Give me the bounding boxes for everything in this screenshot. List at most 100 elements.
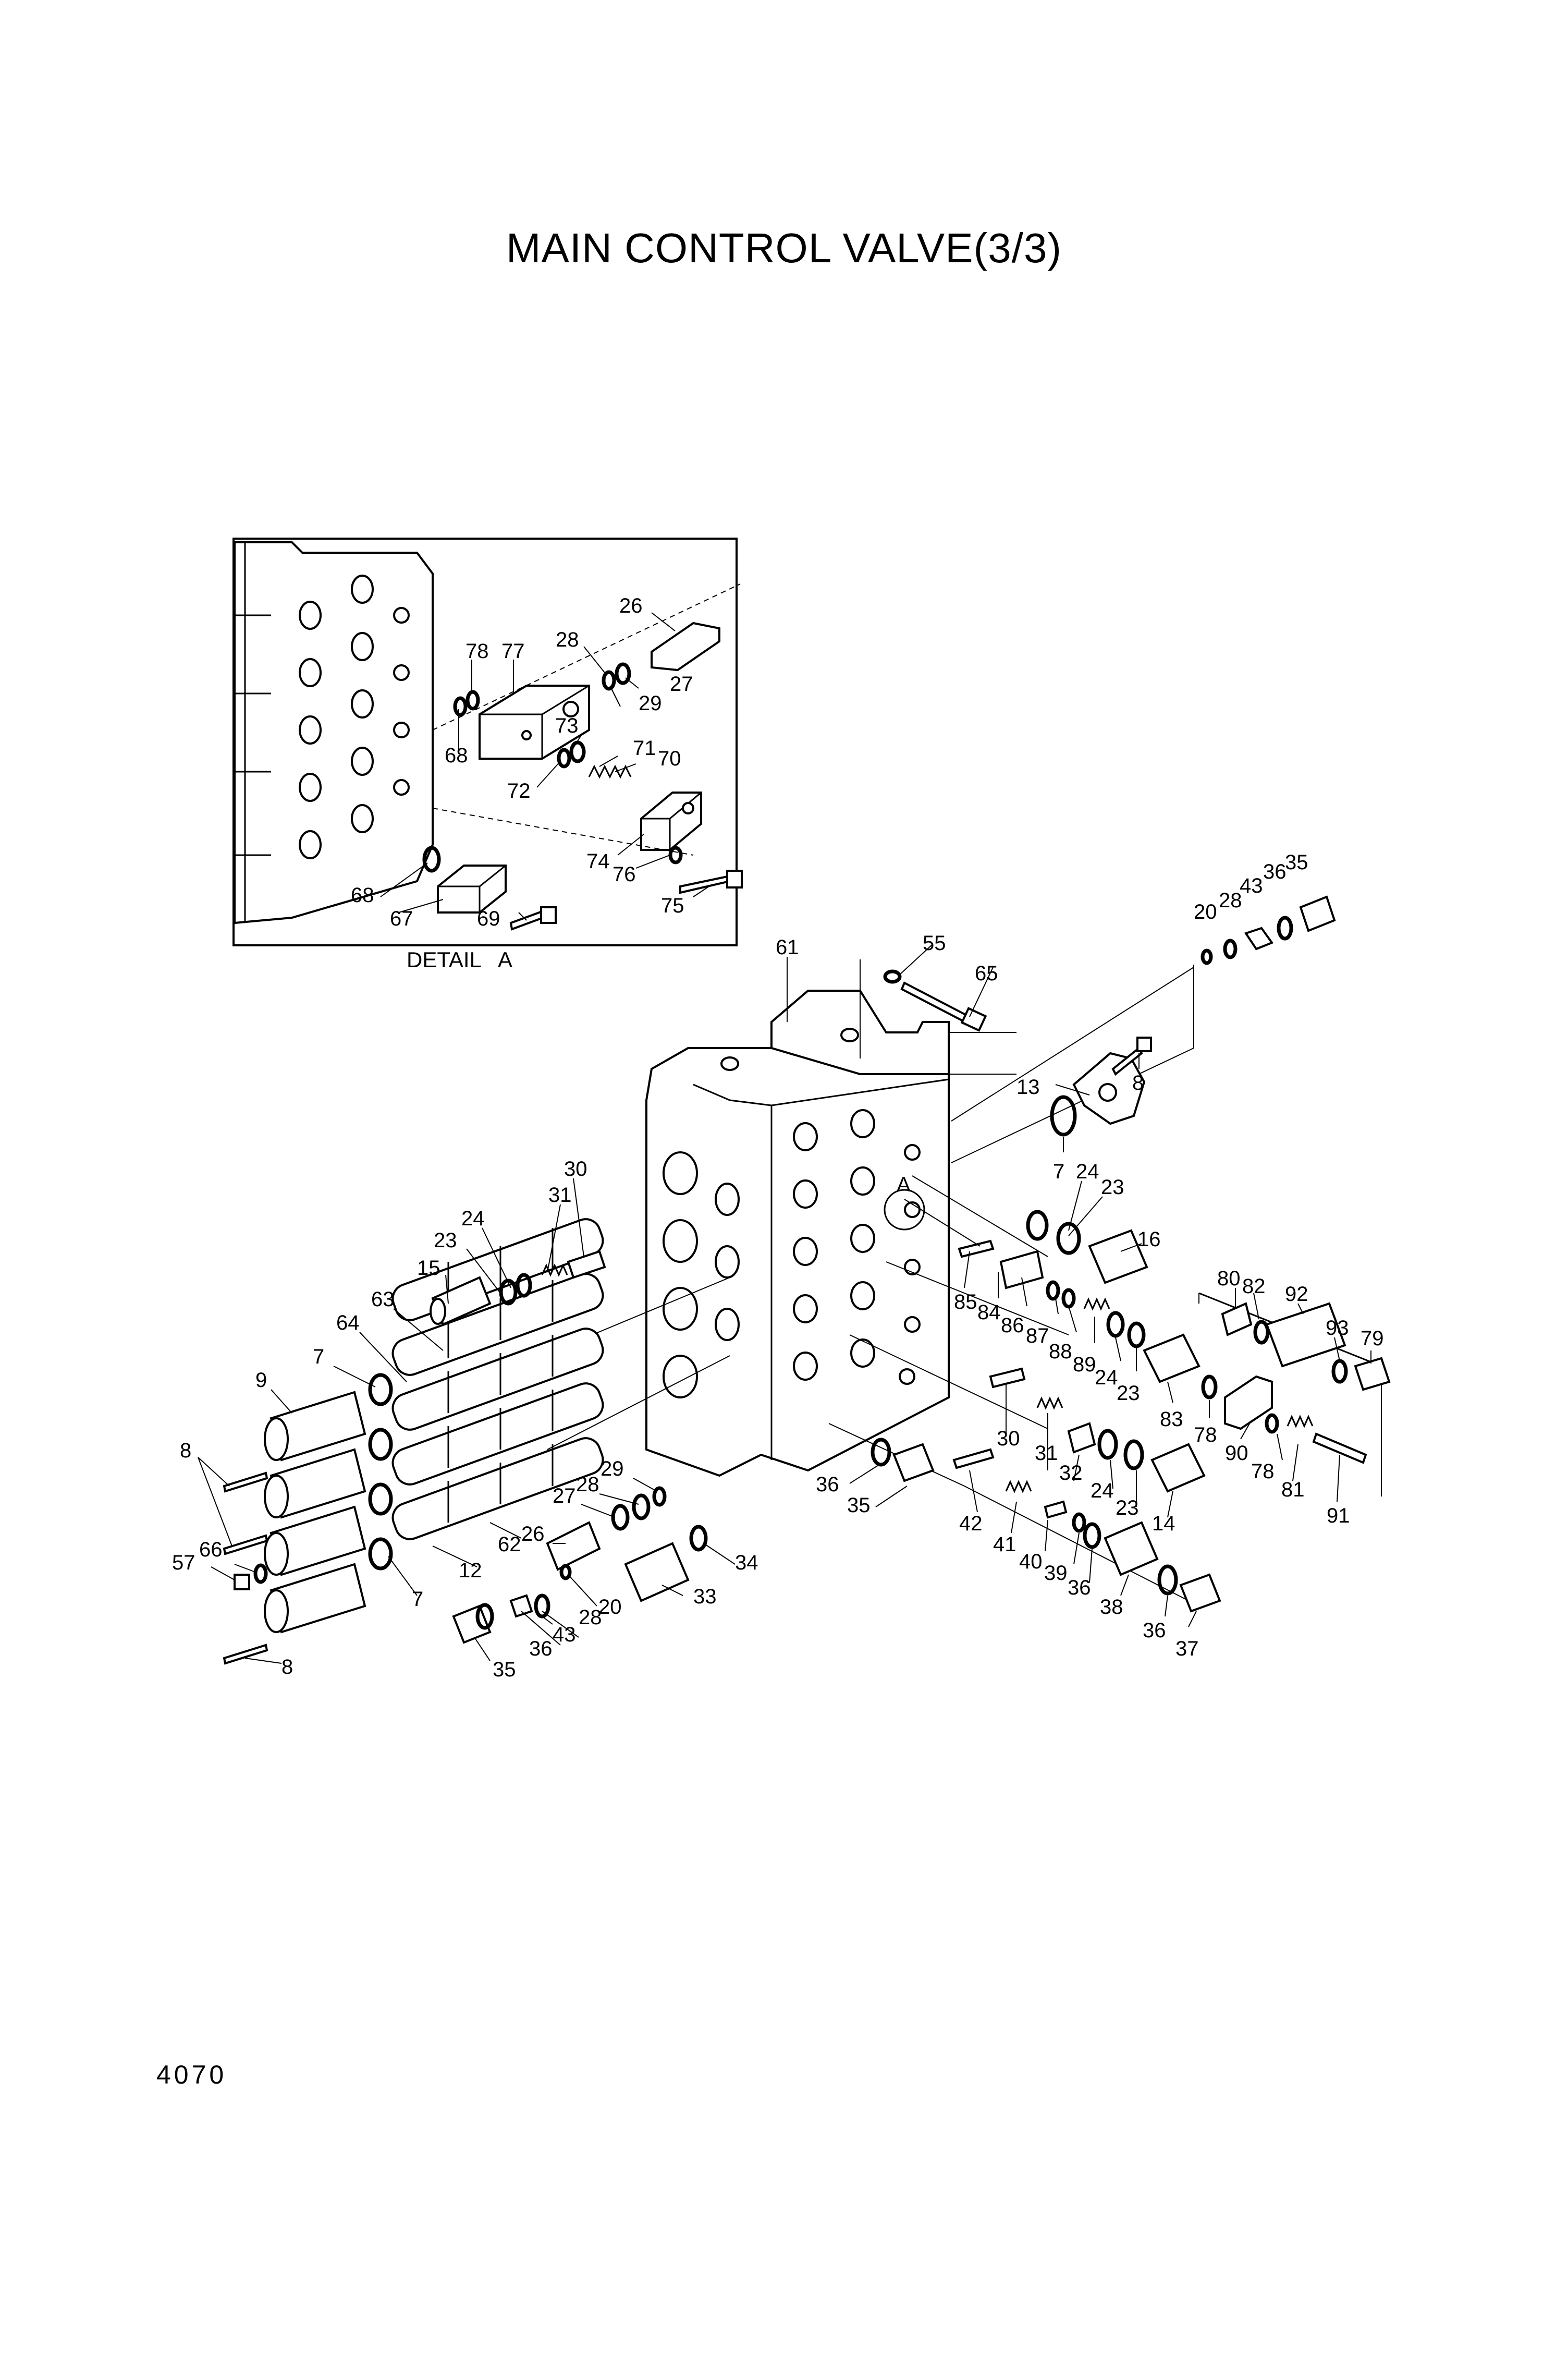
callout-23: 23 xyxy=(1101,1176,1124,1199)
callout-detail-67: 67 xyxy=(390,907,413,930)
view-marker-a: A xyxy=(897,1173,911,1196)
spool-caps xyxy=(264,1391,366,1634)
callout-8c: 8 xyxy=(281,1656,293,1678)
callout-detail-75: 75 xyxy=(661,894,684,917)
callout-83: 83 xyxy=(1160,1408,1183,1431)
callout-79: 79 xyxy=(1361,1327,1384,1350)
callout-7c: 7 xyxy=(412,1588,423,1611)
callout-80: 80 xyxy=(1217,1267,1241,1290)
callout-24b: 24 xyxy=(461,1207,485,1230)
callout-36e: 36 xyxy=(1143,1619,1166,1642)
callout-23b: 23 xyxy=(434,1229,457,1252)
callout-91: 91 xyxy=(1327,1504,1350,1527)
callout-7b: 7 xyxy=(313,1345,324,1368)
callout-28b: 28 xyxy=(576,1473,599,1496)
callout-29: 29 xyxy=(601,1457,624,1480)
detail-a-inset xyxy=(232,538,743,946)
callout-24d: 24 xyxy=(1091,1479,1114,1502)
detail-a-caption: DETAIL A xyxy=(407,947,512,972)
callout-24c: 24 xyxy=(1095,1366,1118,1389)
callout-40: 40 xyxy=(1019,1550,1043,1573)
callout-24: 24 xyxy=(1076,1160,1099,1183)
callout-33: 33 xyxy=(693,1585,717,1608)
main-parts xyxy=(223,895,1391,1665)
main-valve-body xyxy=(645,990,950,1477)
callout-26: 26 xyxy=(521,1523,545,1545)
callout-detail-77: 77 xyxy=(501,640,525,663)
callout-37: 37 xyxy=(1175,1637,1199,1660)
detail-block-67 xyxy=(437,865,507,914)
callout-65: 65 xyxy=(975,962,998,985)
callout-detail-28: 28 xyxy=(556,628,579,651)
callout-31: 31 xyxy=(548,1184,572,1207)
callout-detail-73: 73 xyxy=(555,714,579,737)
callout-64: 64 xyxy=(336,1311,360,1334)
callout-detail-69: 69 xyxy=(477,907,500,930)
callout-31b: 31 xyxy=(1035,1442,1058,1465)
callout-90: 90 xyxy=(1225,1442,1248,1465)
callout-detail-68a: 68 xyxy=(445,744,468,767)
callout-78: 78 xyxy=(1194,1423,1217,1446)
callout-detail-78: 78 xyxy=(466,640,489,663)
callout-63: 63 xyxy=(371,1288,395,1311)
callout-36: 36 xyxy=(1263,860,1287,883)
callout-28c: 28 xyxy=(579,1606,602,1629)
callout-82: 82 xyxy=(1242,1275,1266,1298)
body-side-bores xyxy=(663,1151,740,1398)
callout-detail-70: 70 xyxy=(658,747,681,770)
callout-detail-26: 26 xyxy=(619,594,643,617)
callout-8: 8 xyxy=(1132,1072,1144,1094)
callout-89: 89 xyxy=(1073,1353,1096,1376)
callout-detail-74: 74 xyxy=(586,850,610,873)
callout-81: 81 xyxy=(1281,1478,1305,1501)
page-title: MAIN CONTROL VALVE(3/3) xyxy=(506,225,1062,271)
callout-36c: 36 xyxy=(816,1473,839,1496)
callout-36b: 36 xyxy=(529,1637,553,1660)
callout-13: 13 xyxy=(1016,1076,1040,1099)
callout-23d: 23 xyxy=(1116,1496,1139,1519)
part-labels: 26 78 77 28 29 27 73 68 71 70 72 74 76 6… xyxy=(172,594,1384,1681)
callout-78b: 78 xyxy=(1251,1460,1275,1483)
leader-lines xyxy=(198,612,1371,1664)
callout-23c: 23 xyxy=(1117,1382,1140,1405)
callout-36d: 36 xyxy=(1068,1576,1091,1599)
callout-15: 15 xyxy=(417,1257,440,1280)
callout-43b: 43 xyxy=(553,1623,576,1646)
page-number: 4070 xyxy=(156,2060,227,2089)
callout-93: 93 xyxy=(1326,1317,1349,1340)
callout-32: 32 xyxy=(1059,1462,1083,1484)
callout-detail-76: 76 xyxy=(612,863,636,886)
callout-detail-68b: 68 xyxy=(351,884,374,907)
callout-85: 85 xyxy=(954,1291,977,1313)
callout-88: 88 xyxy=(1049,1340,1072,1363)
callout-7: 7 xyxy=(1053,1160,1064,1183)
callout-87: 87 xyxy=(1026,1324,1049,1347)
callout-34: 34 xyxy=(735,1551,758,1574)
callout-57: 57 xyxy=(172,1551,195,1574)
callout-35b: 35 xyxy=(493,1658,516,1681)
callout-detail-72: 72 xyxy=(507,780,531,802)
detail-port-holes xyxy=(299,575,410,859)
callout-detail-27: 27 xyxy=(670,673,693,696)
callout-84: 84 xyxy=(977,1301,1001,1324)
callout-61: 61 xyxy=(776,936,799,959)
callout-9: 9 xyxy=(255,1369,267,1392)
callout-12: 12 xyxy=(459,1559,482,1582)
callout-41: 41 xyxy=(993,1533,1016,1556)
callout-detail-71: 71 xyxy=(633,737,656,760)
callout-16: 16 xyxy=(1137,1228,1161,1251)
callout-28: 28 xyxy=(1219,889,1242,912)
body-front-ports xyxy=(793,1109,921,1385)
callout-detail-29: 29 xyxy=(639,692,662,715)
callout-30: 30 xyxy=(564,1158,587,1180)
callout-38: 38 xyxy=(1100,1596,1123,1618)
callout-8b: 8 xyxy=(180,1439,191,1462)
callout-92: 92 xyxy=(1285,1283,1308,1306)
callout-30b: 30 xyxy=(997,1427,1020,1450)
callout-20b: 20 xyxy=(598,1596,622,1618)
callout-62: 62 xyxy=(498,1533,521,1556)
callout-55: 55 xyxy=(923,932,946,955)
detail-plug-26 xyxy=(651,622,720,672)
callout-27: 27 xyxy=(553,1484,576,1507)
